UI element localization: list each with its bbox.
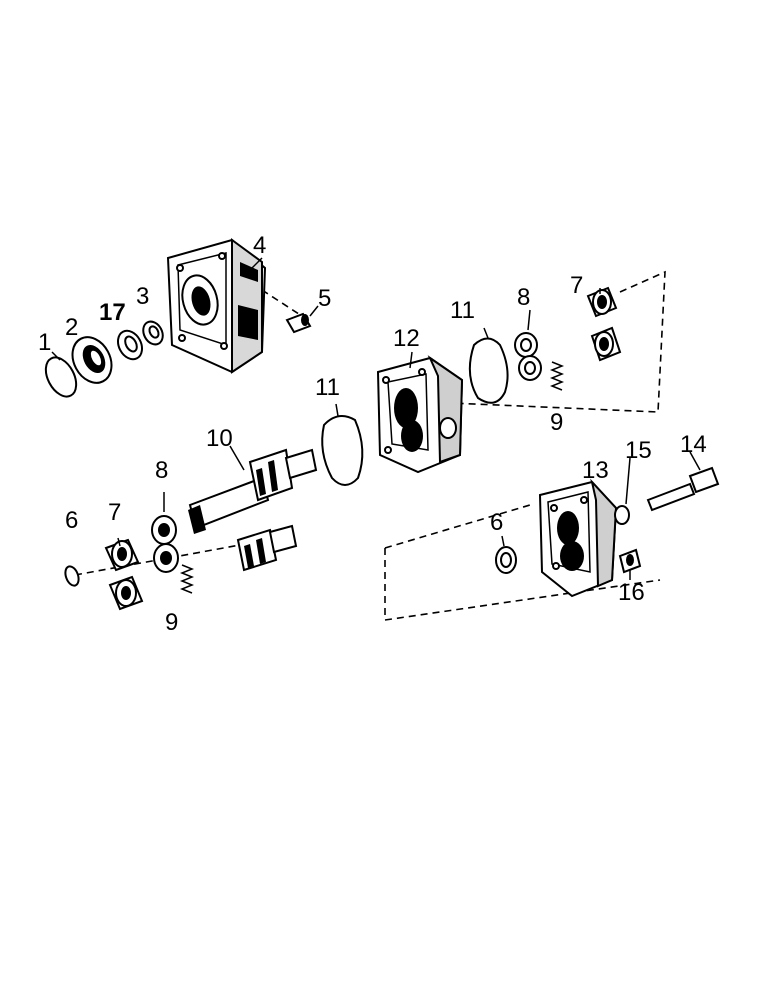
callout-5: 5 [318,285,331,312]
callout-4: 4 [253,232,266,259]
callout-leaders [51,257,701,580]
part-6-ring-left [64,565,80,587]
callout-7-lower: 7 [108,499,121,526]
callout-10: 10 [206,425,233,452]
callout-6-left: 6 [65,507,78,534]
part-7-bushings-lower [104,538,144,611]
callout-17: 17 [99,299,126,326]
callout-8-upper: 8 [517,284,530,311]
callout-11-left: 11 [315,374,340,401]
callout-11-right: 11 [450,297,475,324]
callout-3: 3 [136,283,149,310]
callout-2: 2 [65,314,78,341]
callout-14: 14 [680,431,707,458]
part-10-drive-shaft [188,448,318,572]
callout-13: 13 [582,457,609,484]
callout-8-lower: 8 [155,457,168,484]
part-8-wear-plate-lower [151,515,179,573]
callout-16: 16 [618,579,645,606]
part-13-rear-cover [538,478,618,598]
part-2-seal [71,336,113,384]
part-9-spring-lower [179,564,195,594]
part-4-front-cover [166,238,267,374]
part-14-bolt [646,466,720,512]
callout-7-upper: 7 [570,272,583,299]
part-11-gasket-left [321,415,364,486]
part-11-gasket-right [468,337,509,404]
callout-6-right: 6 [490,509,503,536]
part-15-washer [614,505,630,525]
callout-labels: 1 2 17 3 4 5 11 12 11 8 7 9 10 8 6 7 9 6… [38,232,707,636]
part-12-gear-housing [376,355,464,474]
callout-15: 15 [625,437,652,464]
callout-12: 12 [393,325,420,352]
part-6-ring-right [495,546,517,574]
part-5-plug [285,312,312,334]
part-3-ring [142,320,164,346]
part-16-fitting [618,548,642,574]
part-8-wear-plate-upper [514,332,542,381]
callout-9-lower: 9 [165,609,178,636]
part-17-washer [117,329,143,361]
part-7-bushings-upper [586,286,622,362]
part-9-spring-upper [549,361,565,391]
callout-1: 1 [38,329,51,356]
callout-9-upper: 9 [550,409,563,436]
part-1-snap-ring [44,356,78,398]
